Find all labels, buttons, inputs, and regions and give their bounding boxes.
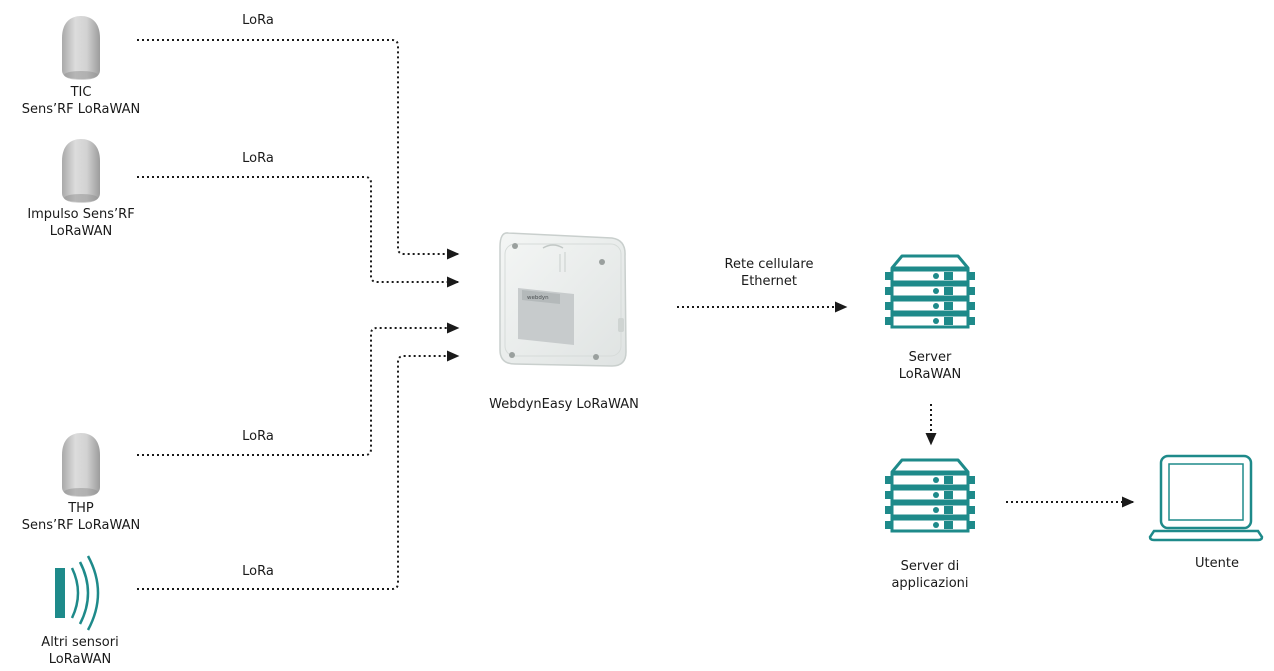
user-label: Utente	[1195, 556, 1239, 571]
sensor-type: Sens’RF LoRaWAN	[21, 102, 141, 117]
sensor-name: THP	[68, 501, 94, 516]
sensor-name: Altri sensori	[41, 635, 119, 650]
uplink-line2: Ethernet	[740, 274, 797, 289]
link-label-thp: LoRa	[242, 429, 274, 444]
server-rack-icon	[883, 254, 977, 329]
sensor-type: LoRaWAN	[48, 652, 112, 667]
link-label-tic: LoRa	[242, 13, 274, 28]
gateway-device-icon: webdyn	[499, 232, 627, 367]
sensor-name: Impulso Sens’RF	[27, 207, 135, 222]
sensor-type: Sens’RF LoRaWAN	[21, 518, 141, 533]
sensor-label-impulso: Impulso Sens’RF LoRaWAN	[27, 206, 134, 240]
sensor-name: TIC	[70, 85, 92, 100]
sensor-label-thp: THP Sens’RF LoRaWAN	[22, 500, 140, 534]
laptop-icon	[1148, 454, 1264, 542]
uplink-line1: Rete cellulare	[724, 257, 814, 272]
server-line2: applicazioni	[891, 576, 969, 591]
gateway-brand-text: webdyn	[527, 295, 549, 301]
app-server-label: Server di applicazioni	[891, 558, 968, 592]
link-label-impulso: LoRa	[242, 151, 274, 166]
server-line1: Server di	[900, 559, 960, 574]
server-line2: LoRaWAN	[898, 367, 962, 382]
sensor-label-tic: TIC Sens’RF LoRaWAN	[22, 84, 140, 118]
gateway-label: WebdynEasy LoRaWAN	[489, 397, 639, 412]
sensor-type: LoRaWAN	[49, 224, 113, 239]
connector-tic	[137, 39, 460, 260]
connector-altri	[137, 350, 460, 590]
radio-sensor-icon	[62, 16, 100, 80]
connector-thp	[137, 322, 460, 456]
connector-lines	[137, 39, 1135, 590]
wireless-signal-icon	[55, 555, 100, 631]
radio-sensor-icon	[62, 433, 100, 497]
server-line1: Server	[908, 350, 952, 365]
uplink-label: Rete cellulare Ethernet	[725, 256, 814, 290]
connector-impulso	[137, 176, 460, 288]
sensor-label-altri: Altri sensori LoRaWAN	[41, 634, 118, 668]
link-label-altri: LoRa	[242, 564, 274, 579]
lorawan-server-label: Server LoRaWAN	[899, 349, 961, 383]
server-rack-icon	[883, 458, 977, 533]
radio-sensor-icon	[62, 139, 100, 203]
